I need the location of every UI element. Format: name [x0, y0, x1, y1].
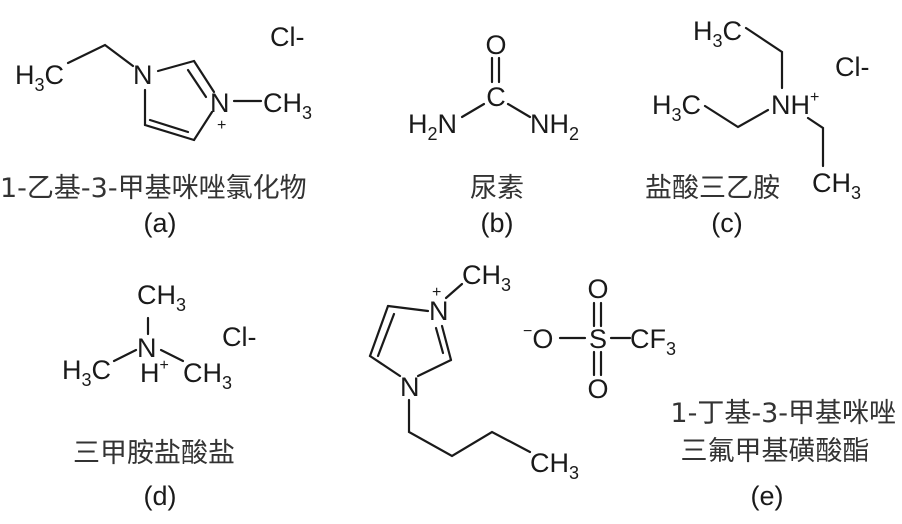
chloride-counter-ion: Cl- [835, 52, 870, 82]
compound-c: H3C H3C NH+ CH3 Cl- 盐酸三乙胺 (c) [645, 16, 870, 238]
c-n-bond-left [460, 102, 486, 119]
methyl-left-label: H3C [62, 355, 111, 390]
n-methyl-left-bond [112, 348, 138, 363]
ethyl-left-label: H3C [652, 90, 701, 125]
imidazolium-ring-bonds [143, 59, 216, 142]
methyl-label: CH3 [462, 260, 511, 295]
n-methyl-right-bond [159, 348, 185, 363]
sulfonyl-oxygen-bottom: O [587, 374, 608, 404]
butyl-methyl-label: CH3 [530, 448, 579, 483]
trifluoromethyl-label: CF3 [630, 324, 676, 359]
imidazolium-ring-bonds [368, 304, 453, 378]
compound-name-line1: 1-丁基-3-甲基咪唑 [670, 398, 896, 429]
chloride-counter-ion: Cl- [222, 322, 257, 352]
ethyl-top-bond [744, 26, 784, 90]
carbon-label: C [486, 82, 506, 112]
sulfonyl-oxygen-top: O [587, 274, 608, 304]
n-methyl-bond [444, 282, 464, 300]
compound-tag: (e) [751, 481, 784, 511]
compound-name: 1-乙基-3-甲基咪唑氯化物 [0, 173, 307, 204]
ethyl-bond [66, 43, 135, 68]
methyl-right-label: CH3 [183, 358, 232, 393]
methyl-label: CH3 [263, 88, 312, 123]
compound-e: N + CH3 N CH3 O −O S CF3 O [368, 260, 896, 511]
n3-label: N [210, 88, 230, 118]
compound-name: 盐酸三乙胺 [645, 173, 780, 204]
compound-name-line2: 三氟甲基磺酸酯 [681, 436, 870, 467]
compound-tag: (c) [711, 208, 742, 238]
compound-b: O C H2N NH2 尿素 (b) [408, 30, 579, 238]
nitrogen-label: N [137, 333, 157, 363]
butyl-chain-bonds [407, 398, 532, 458]
compound-d: CH3 N H3C H+ CH3 Cl- 三甲胺盐酸盐 (d) [62, 280, 257, 511]
compound-name: 尿素 [470, 173, 524, 204]
compound-tag: (d) [144, 481, 177, 511]
compound-tag: (b) [481, 208, 514, 238]
compound-tag: (a) [144, 208, 177, 238]
compound-name: 三甲胺盐酸盐 [73, 438, 235, 469]
sulfur-label: S [589, 324, 607, 354]
ethyl-bottom-bond [806, 116, 825, 168]
oxygen-label: O [485, 30, 506, 60]
n3-label: N [429, 296, 449, 326]
ethyl-top-label: H3C [693, 16, 742, 51]
positive-charge: + [432, 284, 441, 301]
positive-charge: + [217, 117, 226, 134]
amine-left-label: H2N [408, 109, 457, 144]
triflate-anion: O −O S CF3 O [523, 274, 676, 404]
c-n-bond-right [506, 102, 532, 119]
proton-label: H+ [140, 357, 169, 388]
compound-a: H3C N N + CH3 Cl- 1-乙基-3-甲基咪唑氯化物 (a) [0, 22, 312, 238]
chloride-counter-ion: Cl- [270, 22, 305, 52]
amine-right-label: NH2 [530, 109, 579, 144]
methyl-top-label: CH3 [137, 280, 186, 315]
ethyl-group-label: H3C [15, 60, 64, 95]
oxide-label: −O [523, 323, 553, 354]
n1-label: N [133, 60, 153, 90]
n1-label: N [400, 372, 420, 402]
ammonium-label: NH+ [771, 89, 819, 120]
methyl-bottom-label: CH3 [812, 168, 861, 203]
ethyl-left-bond [703, 104, 770, 129]
